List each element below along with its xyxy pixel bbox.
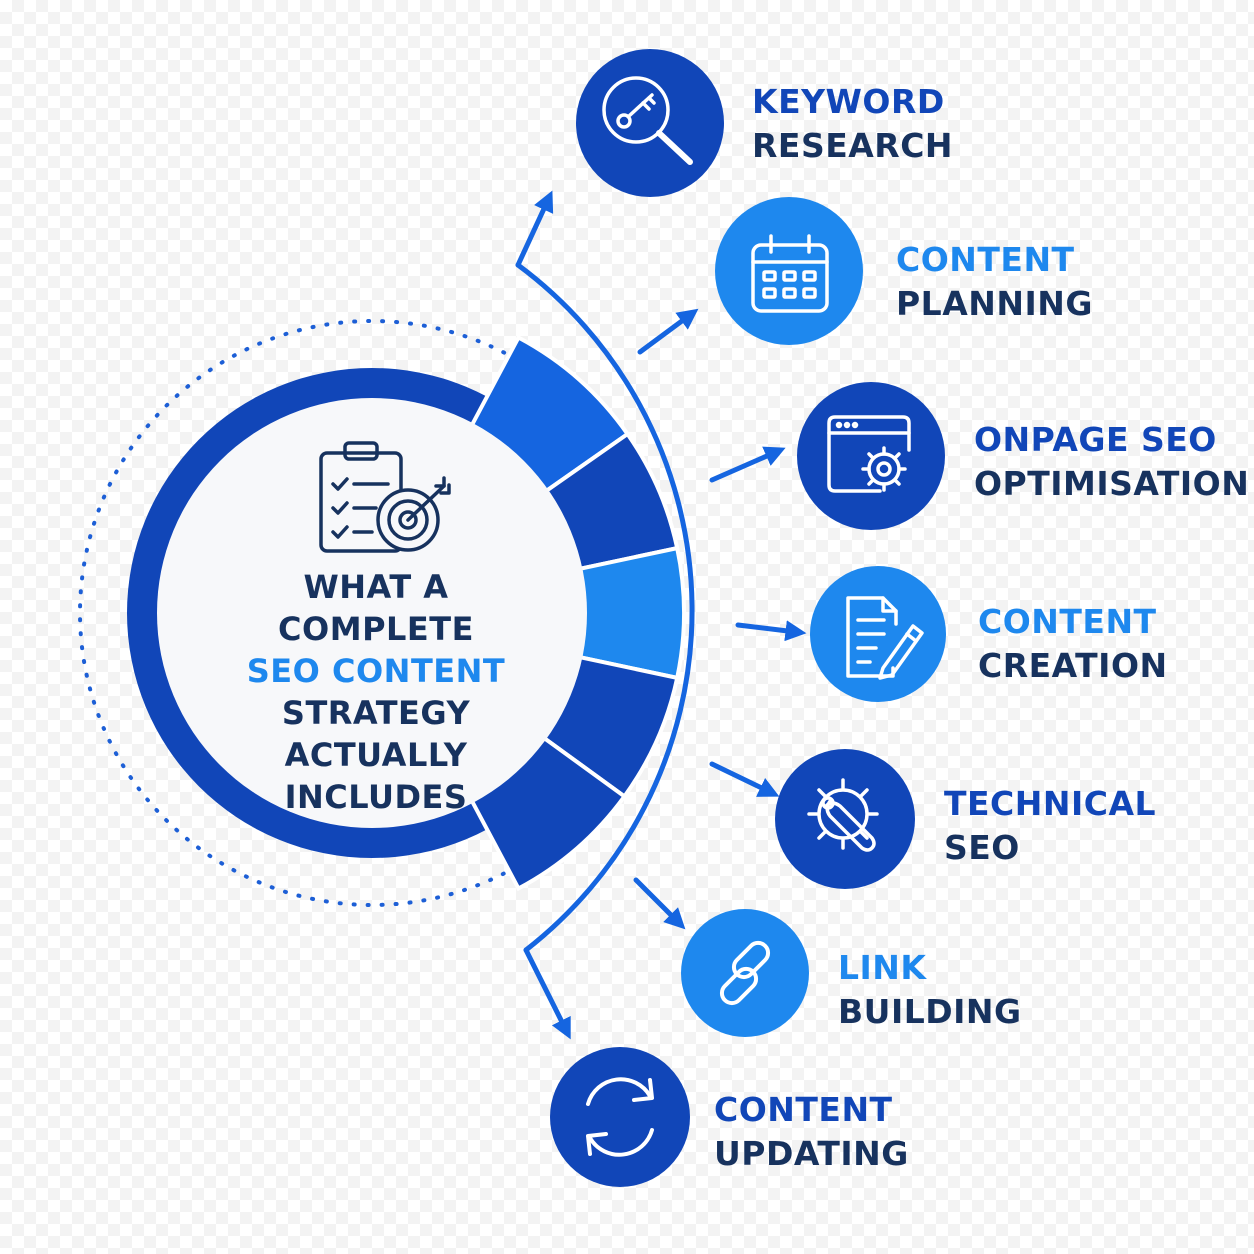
checklist-target-icon [319,441,451,553]
arrow-content-planning [637,308,699,355]
label-line2: BUILDING [838,992,1022,1031]
label-line2: SEO [944,828,1020,867]
label-line1: LINK [838,948,927,987]
label-line1: CONTENT [714,1090,893,1129]
document-pencil-icon [846,596,924,680]
step-content-creation [810,566,946,702]
arrow-content-updating [523,947,571,1040]
center-title-line4: STRATEGY [281,694,471,732]
label-line2: RESEARCH [752,126,954,165]
label-content-updating: CONTENT UPDATING [714,1088,909,1176]
label-content-planning: CONTENT PLANNING [896,238,1093,326]
label-line2: CREATION [978,646,1168,685]
step-circle [576,49,724,197]
gear-wrench-icon [807,778,879,852]
step-onpage-seo [797,382,945,530]
arrow-technical-seo [709,761,780,797]
step-content-planning [715,197,863,345]
arrow-keyword-research [515,190,554,268]
magnifier-key-icon [602,76,693,165]
step-circle [550,1047,690,1187]
step-circle [775,749,915,889]
arrow-onpage-seo [709,446,786,483]
arrow-link-building [633,877,686,930]
inner-disc [157,398,587,828]
label-line1: KEYWORD [752,82,945,121]
step-circle [681,909,809,1037]
step-content-updating [550,1047,690,1187]
center-title-line1: WHAT A [303,568,449,606]
center-title-line6: INCLUDES [284,778,468,816]
label-line1: CONTENT [896,240,1075,279]
label-line2: PLANNING [896,284,1093,323]
connector-lines [515,190,807,1040]
label-onpage-seo: ONPAGE SEO OPTIMISATION [974,418,1249,506]
label-line2: UPDATING [714,1134,909,1173]
label-link-building: LINK BUILDING [838,946,1022,1034]
calendar-icon [751,234,829,313]
browser-gear-icon [827,415,911,493]
step-technical-seo [775,749,915,889]
label-keyword-research: KEYWORD RESEARCH [752,80,953,168]
chain-link-icon [719,940,771,1006]
label-line1: ONPAGE SEO [974,420,1217,459]
connector-arc [515,262,695,953]
center-title-highlight: SEO CONTENT [246,652,506,690]
arrow-content-creation [735,620,807,642]
label-content-creation: CONTENT CREATION [978,600,1168,688]
center-title: WHAT A COMPLETE SEO CONTENT STRATEGY ACT… [226,566,526,818]
label-line2: OPTIMISATION [974,464,1250,503]
center-title-line2: COMPLETE [278,610,474,648]
center-title-line5: ACTUALLY [284,736,468,774]
label-technical-seo: TECHNICAL SEO [944,782,1156,870]
refresh-arrows-icon [586,1077,654,1157]
step-keyword-research [576,49,724,197]
label-line1: CONTENT [978,602,1157,641]
step-link-building [681,909,809,1037]
label-line1: TECHNICAL [944,784,1157,823]
